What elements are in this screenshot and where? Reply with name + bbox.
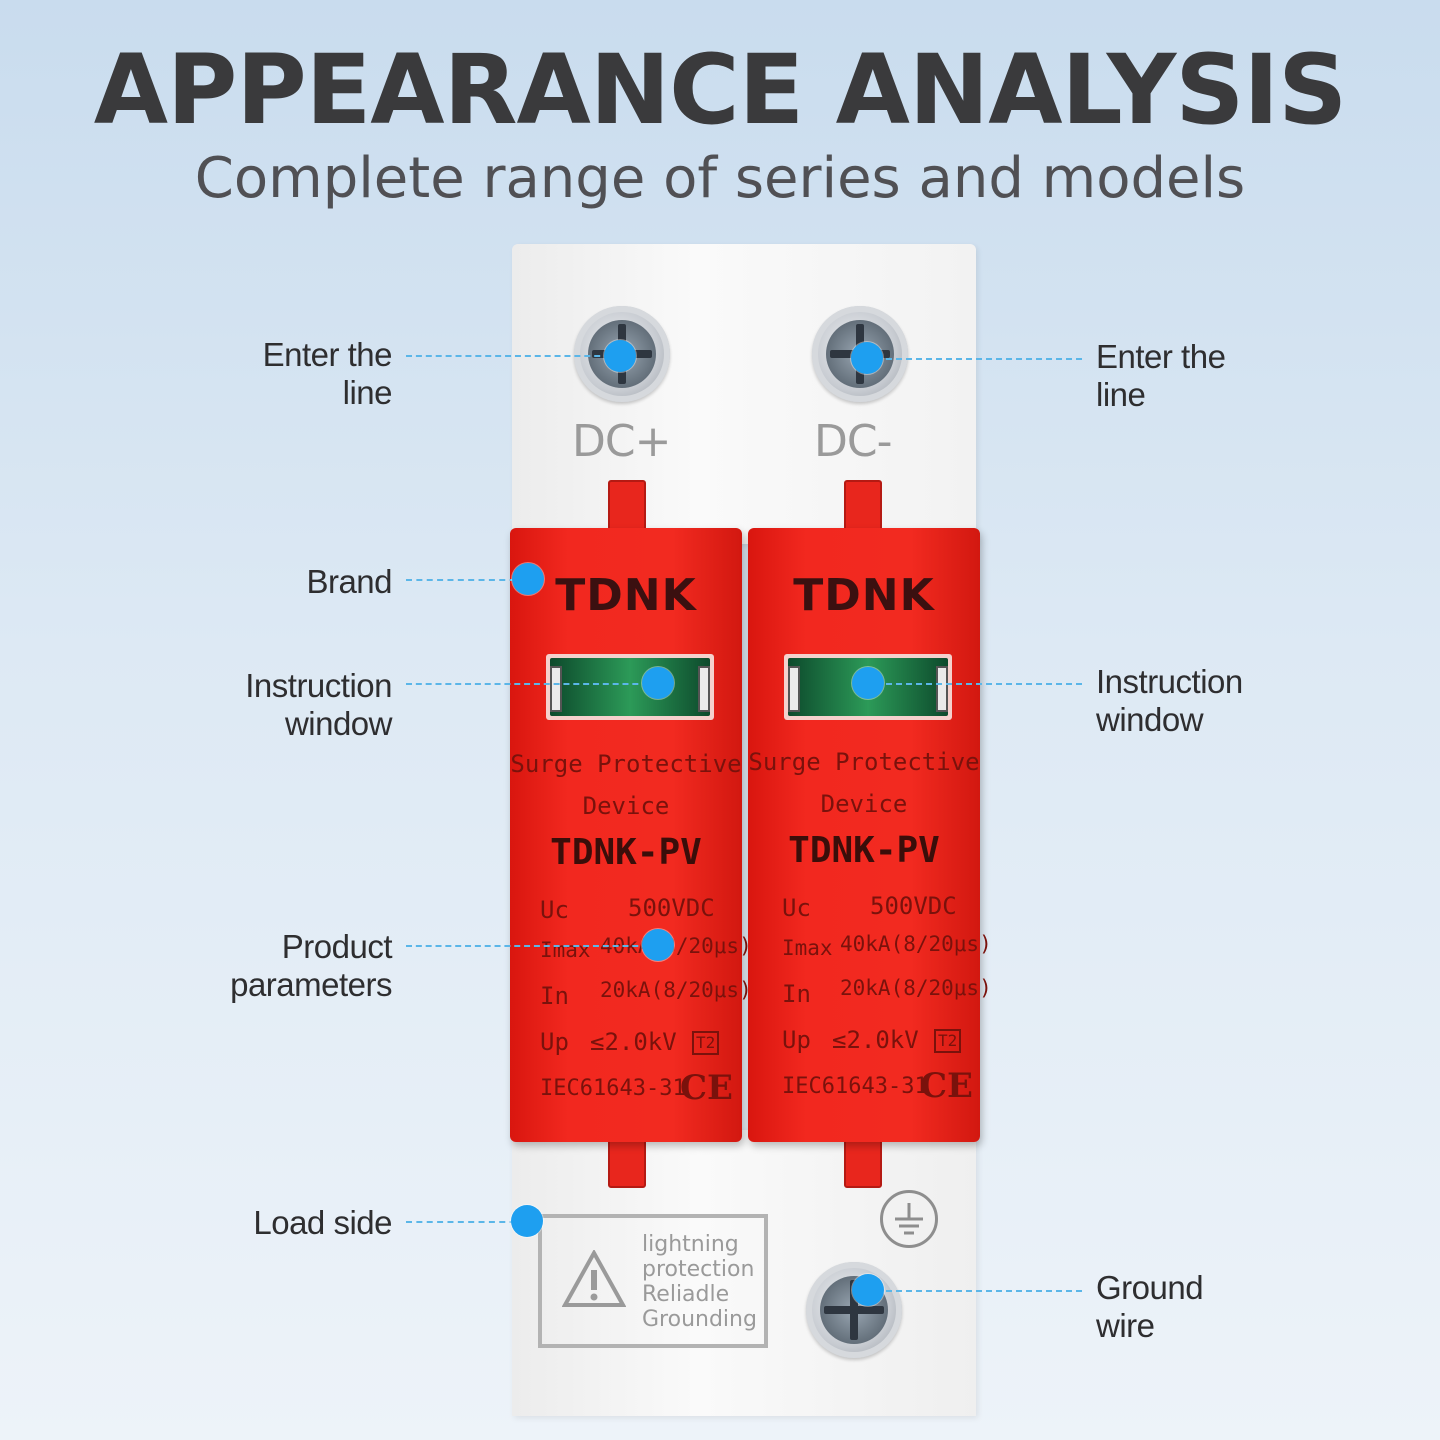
uc-label: Uc	[540, 896, 569, 924]
callout-dot	[604, 340, 636, 372]
spd-module-dc-minus: TDNK Surge Protective Device TDNK-PV Uc …	[748, 528, 992, 1142]
callout-brand: Brand	[306, 563, 392, 600]
imax-value: 40kA(8/20μs)	[840, 932, 992, 956]
standard-text: IEC61643-31	[782, 1074, 928, 1099]
class-badge: T2	[692, 1028, 720, 1056]
model-name: TDNK-PV	[550, 832, 702, 873]
page-subtitle: Complete range of series and models	[194, 146, 1246, 211]
module-tab-top-left	[608, 480, 646, 532]
leader-line	[406, 579, 526, 581]
in-label: In	[540, 982, 569, 1010]
ground-icon	[880, 1190, 938, 1248]
up-value: ≤2.0kV	[590, 1028, 677, 1056]
pole-label-dc-plus: DC+	[572, 416, 671, 467]
ground-terminal-screw	[806, 1262, 902, 1358]
callout-dot	[851, 342, 883, 374]
warning-plate: lightning protection Reliadle Grounding	[538, 1214, 768, 1348]
model-name: TDNK-PV	[788, 830, 940, 871]
up-value: ≤2.0kV	[832, 1026, 919, 1054]
callout-dot	[642, 929, 674, 961]
leader-line	[406, 945, 658, 947]
description-line-2: Device	[582, 792, 670, 820]
leader-line	[866, 1290, 1082, 1292]
indicator-window	[546, 654, 714, 720]
module-tab-top-right	[844, 480, 882, 532]
callout-load-side: Load side	[253, 1204, 392, 1241]
callout-dot	[852, 667, 884, 699]
module-tab-bottom-left	[608, 1140, 646, 1188]
up-label: Up	[540, 1028, 569, 1056]
standard-text: IEC61643-31	[540, 1076, 686, 1101]
description-line-1: Surge Protective	[510, 750, 742, 778]
leader-line	[406, 355, 620, 357]
leader-line	[406, 1221, 526, 1223]
callout-dot	[512, 563, 544, 595]
spd-module-dc-plus: TDNK Surge Protective Device TDNK-PV Uc …	[510, 528, 752, 1142]
ce-mark: CE	[680, 1068, 733, 1108]
description-line-2: Device	[820, 790, 908, 818]
ce-mark: CE	[920, 1066, 973, 1106]
uc-value: 500VDC	[628, 894, 715, 922]
callout-dot	[642, 667, 674, 699]
in-value: 20kA(8/20μs)	[600, 978, 752, 1002]
description-line-1: Surge Protective	[748, 748, 980, 776]
in-label: In	[782, 980, 811, 1008]
callout-dot	[852, 1274, 884, 1306]
in-value: 20kA(8/20μs)	[840, 976, 992, 1000]
class-badge: T2	[934, 1026, 962, 1054]
pole-label-dc-minus: DC-	[814, 416, 892, 467]
leader-line	[406, 683, 658, 685]
module-tab-bottom-right	[844, 1140, 882, 1188]
callout-dot	[511, 1205, 543, 1237]
uc-value: 500VDC	[870, 892, 957, 920]
imax-label: Imax	[782, 936, 833, 960]
device-top-housing	[512, 244, 976, 544]
uc-label: Uc	[782, 894, 811, 922]
leader-line	[866, 358, 1082, 360]
up-label: Up	[782, 1026, 811, 1054]
imax-label: Imax	[540, 938, 591, 962]
warning-triangle-icon	[562, 1250, 626, 1307]
brand-logo: TDNK	[555, 570, 697, 621]
brand-logo: TDNK	[793, 570, 935, 621]
warning-text: lightning protection Reliadle Grounding	[642, 1232, 757, 1332]
page-title: APPEARANCE ANALYSIS	[93, 34, 1348, 146]
leader-line	[866, 683, 1082, 685]
device-bottom-housing	[512, 1130, 976, 1416]
